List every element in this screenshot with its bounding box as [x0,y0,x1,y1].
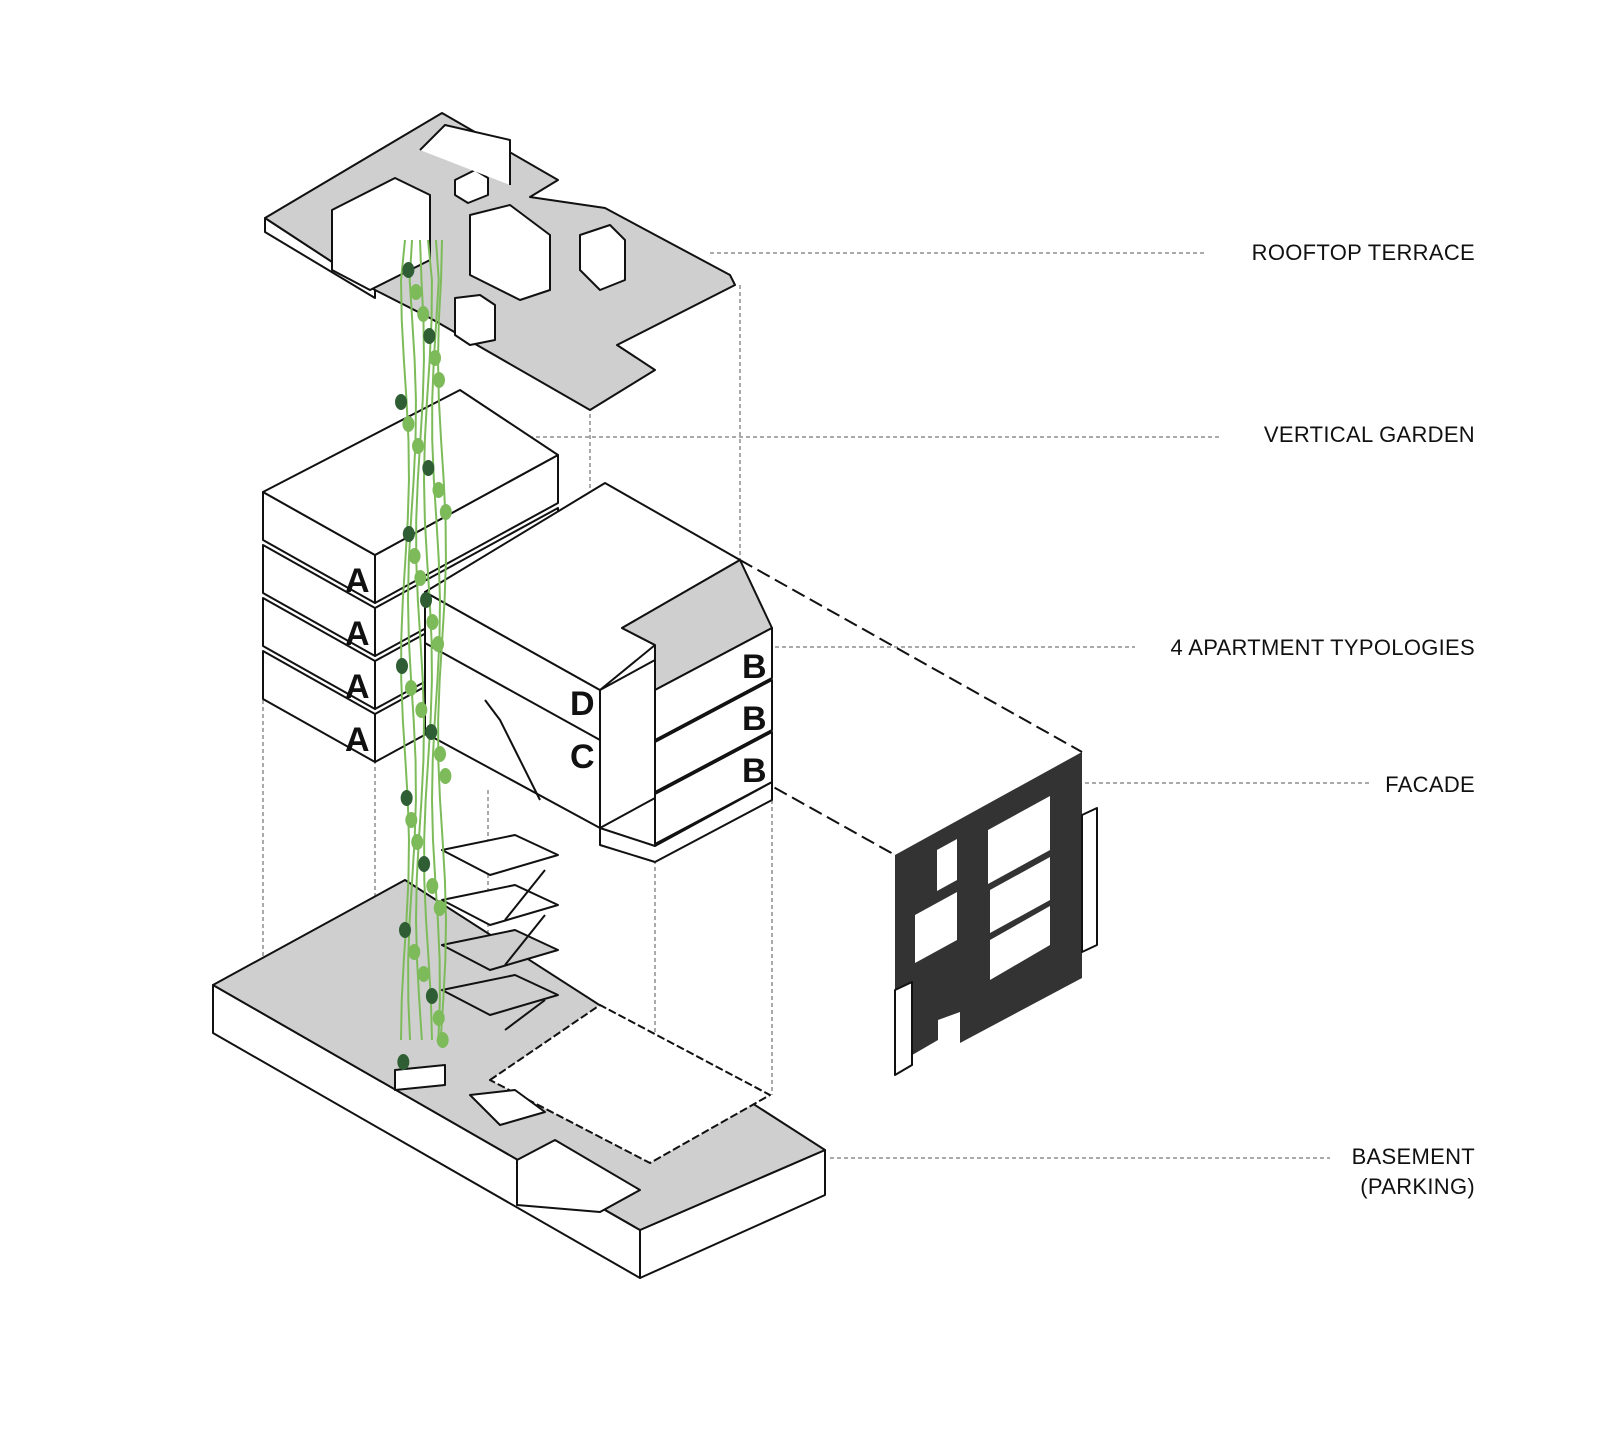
leaf [433,372,446,388]
apartment-floor-b: B [654,731,773,845]
leaf [425,724,438,740]
apartment-floor-b: B [654,627,773,741]
leaf [415,702,428,718]
leaf [404,680,417,696]
leaf [395,658,408,674]
leaf [400,790,413,806]
rooftop-terrace [264,112,736,411]
block-base [599,781,773,863]
label-basement: BASEMENT (PARKING) [1352,1142,1475,1202]
basement [212,834,826,1279]
vine-strand [422,239,433,1041]
leaf [409,284,422,300]
apartment-floor-b: B [654,679,773,793]
leaf [397,1054,410,1070]
apartment-floor-a: A [262,389,559,604]
leaf [420,592,433,608]
label-vertical-garden: VERTICAL GARDEN [1263,422,1475,447]
label-facade: FACADE [1385,772,1475,797]
unit-label-c: C [570,738,595,776]
leaf [418,856,431,872]
label-apartment-typologies: 4 APARTMENT TYPOLOGIES [1170,635,1475,660]
label-basement-line1: BASEMENT [1351,1144,1475,1169]
leaf [412,438,425,454]
leaf [439,768,452,784]
unit-label-a: A [345,721,370,759]
leaf [426,878,439,894]
stair-core [441,834,559,1031]
leaf [432,1010,445,1026]
apartment-block-cd: D C [424,482,773,829]
leaf [395,394,408,410]
label-basement-line2: (PARKING) [1360,1174,1475,1199]
leaf [408,548,421,564]
leaf [439,504,452,520]
leaf [408,944,421,960]
leaf [425,988,438,1004]
leaf [402,526,415,542]
leaf [402,416,415,432]
leaf [432,482,445,498]
leaf [432,636,445,652]
label-rooftop-terrace: ROOFTOP TERRACE [1251,240,1475,265]
leaf [423,328,436,344]
vine-strand [406,239,417,1041]
unit-label-b: B [742,700,767,738]
leaf [405,812,418,828]
apartment-stack-b: BBB [599,627,773,863]
leaf [422,460,435,476]
leaf [426,614,439,630]
facade-panel [894,752,1098,1076]
unit-label-d: D [570,685,595,723]
vertical-garden [395,239,452,1070]
leaf [417,306,430,322]
leaf [402,262,415,278]
leaf [433,900,446,916]
unit-label-b: B [742,648,767,686]
leaf [399,922,412,938]
unit-label-b: B [742,752,767,790]
leaf [436,1032,449,1048]
leaf [417,966,430,982]
vine-strand [415,239,425,1041]
vine-strand [400,239,410,1041]
leaf [433,746,446,762]
leaf [411,834,424,850]
leaf [429,350,442,366]
leaf [414,570,427,586]
